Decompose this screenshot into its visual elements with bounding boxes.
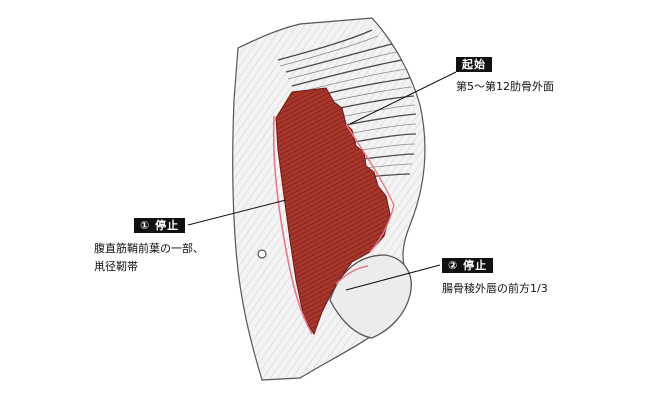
rectus-sheath-outline <box>345 123 395 253</box>
origin-text: 第5〜第12肋骨外面 <box>456 80 554 93</box>
insertion2-leader-line <box>345 264 441 291</box>
insertion2-tag: ② 停止 <box>442 258 494 273</box>
navel <box>257 249 267 259</box>
insertion1-leader-line <box>187 199 287 226</box>
origin-tag: 起始 <box>456 57 492 72</box>
insertion1-text-line2: 鼡径靭帯 <box>94 260 138 273</box>
iliac-crest <box>329 254 412 339</box>
origin-leader-line <box>349 71 457 125</box>
insertion1-text-line1: 腹直筋鞘前葉の一部、 <box>94 242 204 255</box>
iliac-outline <box>335 265 369 285</box>
insertion1-tag: ① 停止 <box>134 218 186 233</box>
aponeurosis-outline <box>272 115 313 335</box>
insertion2-text: 腸骨稜外唇の前方1/3 <box>442 282 548 295</box>
